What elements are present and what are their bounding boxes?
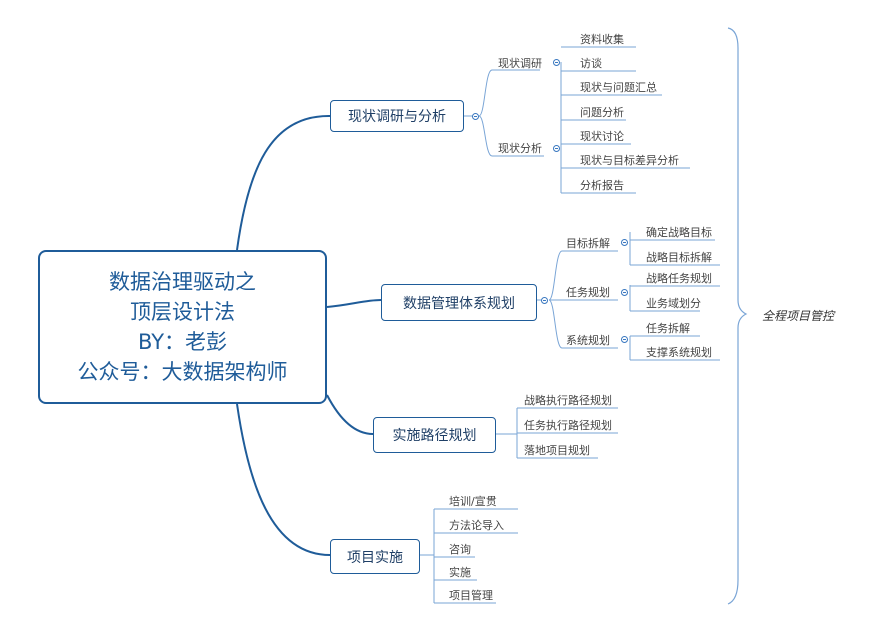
leaf-topic[interactable]: 问题分析 [580, 106, 624, 119]
subtopic-status-analysis[interactable]: 现状分析 [498, 142, 542, 155]
root-account: 公众号：大数据架构师 [77, 360, 288, 384]
leaf-topic[interactable]: 现状与目标差异分析 [580, 154, 679, 167]
collapse-toggle-icon[interactable] [553, 59, 560, 66]
collapse-toggle-icon[interactable] [553, 145, 560, 152]
leaf-topic[interactable]: 战略任务规划 [646, 272, 712, 285]
collapse-toggle-icon[interactable] [541, 297, 548, 304]
branch-node-data-management-planning[interactable]: 数据管理体系规划 [381, 284, 537, 321]
leaf-topic[interactable]: 培训/宣贯 [449, 495, 497, 508]
leaf-topic[interactable]: 方法论导入 [449, 519, 504, 532]
collapse-toggle-icon[interactable] [621, 336, 628, 343]
collapse-toggle-icon[interactable] [621, 239, 628, 246]
subtopic-goal-breakdown[interactable]: 目标拆解 [566, 237, 610, 250]
leaf-topic[interactable]: 落地项目规划 [524, 444, 590, 457]
leaf-topic[interactable]: 现状与问题汇总 [580, 81, 657, 94]
subtopic-status-research[interactable]: 现状调研 [498, 57, 542, 70]
collapse-toggle-icon[interactable] [472, 113, 479, 120]
collapse-toggle-icon[interactable] [621, 289, 628, 296]
leaf-topic[interactable]: 任务拆解 [646, 322, 690, 335]
subtopic-task-planning[interactable]: 任务规划 [566, 286, 610, 299]
leaf-topic[interactable]: 任务执行路径规划 [524, 419, 612, 432]
leaf-topic[interactable]: 资料收集 [580, 33, 624, 46]
root-title-line2: 顶层设计法 [130, 300, 235, 324]
subtopic-system-planning[interactable]: 系统规划 [566, 334, 610, 347]
leaf-topic[interactable]: 访谈 [580, 57, 602, 70]
leaf-topic[interactable]: 确定战略目标 [646, 226, 712, 239]
leaf-topic[interactable]: 项目管理 [449, 589, 493, 602]
leaf-topic[interactable]: 战略目标拆解 [646, 251, 712, 264]
leaf-topic[interactable]: 分析报告 [580, 179, 624, 192]
root-title-line1: 数据治理驱动之 [109, 270, 256, 294]
leaf-topic[interactable]: 战略执行路径规划 [524, 394, 612, 407]
leaf-topic[interactable]: 支撑系统规划 [646, 346, 712, 359]
branch-node-implementation-path[interactable]: 实施路径规划 [373, 417, 496, 453]
leaf-topic[interactable]: 业务域划分 [646, 297, 701, 310]
leaf-topic[interactable]: 咨询 [449, 543, 471, 556]
root-author: BY：老彭 [137, 330, 228, 354]
branch-node-project-implementation[interactable]: 项目实施 [330, 539, 420, 574]
leaf-topic[interactable]: 实施 [449, 566, 471, 579]
summary-label[interactable]: 全程项目管控 [762, 309, 835, 323]
root-node[interactable]: 数据治理驱动之 顶层设计法 BY：老彭 公众号：大数据架构师 [38, 250, 327, 404]
branch-node-status-research[interactable]: 现状调研与分析 [330, 100, 464, 132]
leaf-topic[interactable]: 现状讨论 [580, 130, 624, 143]
